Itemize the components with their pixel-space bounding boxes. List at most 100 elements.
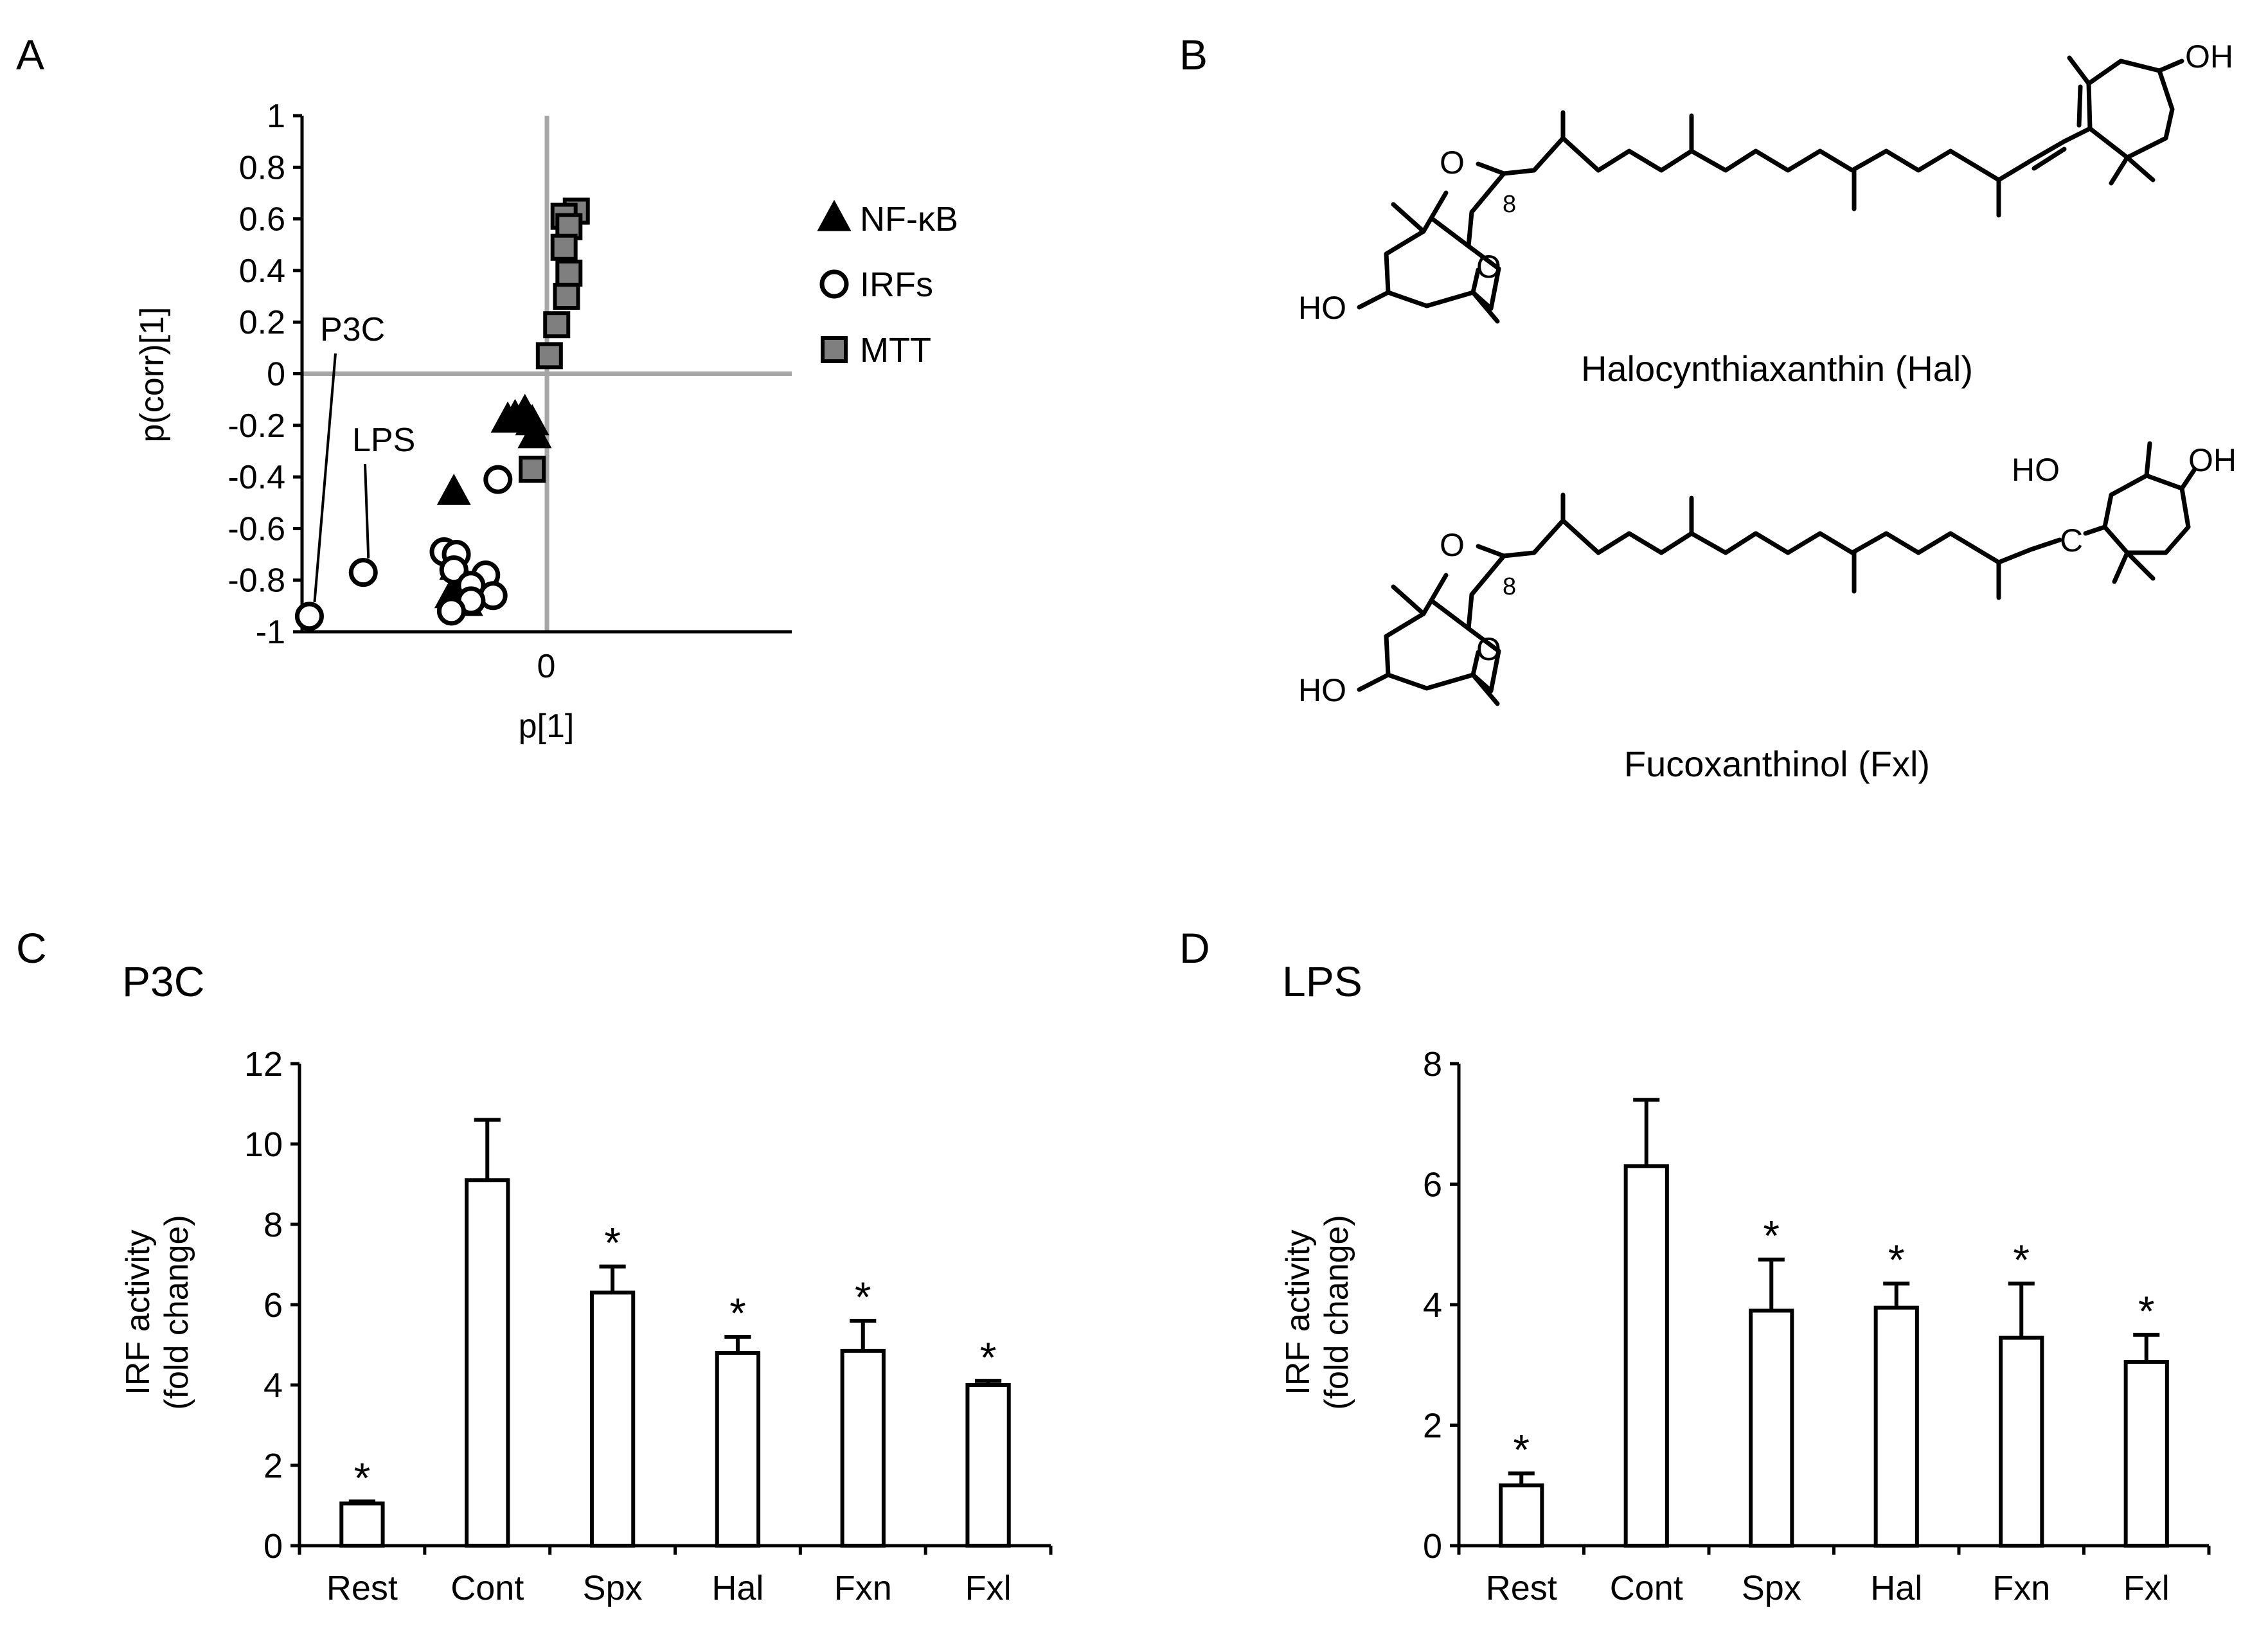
bar-group-spx: * <box>1749 1212 1794 1548</box>
legend-item-3: MTT <box>821 331 931 370</box>
bar-group-fxl: * <box>2123 1287 2169 1548</box>
bar <box>2123 1360 2169 1548</box>
x-tick-label: Cont <box>451 1569 524 1607</box>
fxl-epoxide-o: O <box>1476 631 1501 667</box>
irf-point <box>439 555 469 585</box>
scatter-points <box>294 197 590 631</box>
hal-gem-methyl-1 <box>1391 202 1426 234</box>
hal-left-oh: HO <box>1298 290 1346 326</box>
significance-marker: * <box>604 1219 621 1267</box>
y-tick-label: 4 <box>263 1366 283 1405</box>
y-tick-label: 0 <box>263 1527 283 1566</box>
nfkb-point <box>436 474 471 505</box>
bar-group-fxn: * <box>840 1273 886 1548</box>
x-tick-label: Spx <box>1742 1569 1801 1607</box>
significance-marker: * <box>354 1454 371 1501</box>
series-mtt <box>519 197 590 483</box>
bar <box>715 1351 761 1548</box>
hal-right-methyl <box>2067 55 2091 86</box>
axes <box>1450 1062 2211 1555</box>
irf-point <box>819 269 849 299</box>
panel-b-structures: B O 8 O HO <box>1179 31 2237 784</box>
bar-group-hal: * <box>715 1289 761 1548</box>
irf-point <box>294 602 324 631</box>
x-tick-label: Fxn <box>1992 1569 2050 1607</box>
significance-marker: * <box>1888 1236 1905 1283</box>
x-tick-label: Fxl <box>965 1569 1012 1607</box>
y-axis-title-line1: IRF activity <box>1280 1229 1317 1395</box>
y-tick-label: -0.4 <box>228 459 285 496</box>
significance-marker: * <box>1513 1426 1530 1474</box>
panel-d-letter: D <box>1179 924 1210 972</box>
y-tick-label: -0.8 <box>228 562 285 600</box>
hal-right-oh-bond <box>2157 58 2184 73</box>
y-axis-title-line2: (fold change) <box>1318 1215 1355 1410</box>
x-tick-label: Fxl <box>2123 1569 2170 1607</box>
panel-c-letter: C <box>16 924 47 972</box>
x-tick-label: Spx <box>583 1569 643 1607</box>
legend-label: IRFs <box>860 265 933 304</box>
hal-name: Halocynthiaxanthin (Hal) <box>1581 348 1973 389</box>
fxl-c8-label: 8 <box>1503 573 1516 600</box>
annotation-lps: LPS <box>352 422 415 459</box>
hal-side-chain <box>1466 136 2067 249</box>
significance-marker: * <box>2013 1236 2030 1283</box>
fxl-ketone-double <box>1476 544 1506 558</box>
x-tick-label: Fxn <box>834 1569 892 1607</box>
significance-marker: * <box>980 1334 997 1381</box>
x-tick-label: Hal <box>1870 1569 1922 1607</box>
reference-lines <box>302 116 792 632</box>
y-tick-label: 0.4 <box>239 253 285 290</box>
panel-a-scatter: A p(corr)[1] p[1] 10.80.60.40.20-0.2-0.4… <box>16 31 958 745</box>
irf-point <box>436 596 466 626</box>
mtt-point <box>553 283 580 310</box>
fxl-right-methyl-top <box>2144 441 2152 478</box>
fxl-allene-c: C <box>2060 523 2083 558</box>
y-tick-label: 2 <box>1423 1407 1442 1445</box>
nfkb-point <box>817 199 852 231</box>
legend-item-2: IRFs <box>819 265 933 304</box>
chart-title: P3C <box>122 958 204 1005</box>
annotation-leader <box>364 463 370 558</box>
bar <box>1499 1483 1544 1548</box>
bar <box>1873 1305 1919 1548</box>
bar <box>840 1348 886 1548</box>
y-axis-title-line2: (fold change) <box>158 1215 195 1410</box>
chart-title: LPS <box>1282 958 1362 1005</box>
fxl-gem-methyl-2 <box>1421 573 1449 616</box>
fxl-ring-methyl <box>1470 672 1500 706</box>
fxl-epoxide-bond <box>1470 650 1481 677</box>
mtt-point <box>519 456 546 483</box>
bar-group-hal: * <box>1873 1236 1919 1548</box>
fxl-ketone-o: O <box>1440 527 1465 563</box>
annotation-leader <box>313 353 337 603</box>
bar-group-rest: * <box>339 1454 385 1548</box>
hal-right-gem-2 <box>2125 155 2156 183</box>
bar-group-spx: * <box>589 1219 636 1548</box>
mtt-point <box>535 342 563 370</box>
legend-item-1: NF-κB <box>817 199 958 238</box>
hal-c8-label: 8 <box>1503 191 1516 218</box>
hal-right-gem-1 <box>2109 155 2130 186</box>
bar <box>589 1291 636 1548</box>
legend-label: MTT <box>860 331 931 370</box>
bar-group-cont <box>1623 1098 1669 1548</box>
panel-c-bar-chart: C P3C IRF activity (fold change) 0246810… <box>16 924 1053 1607</box>
fxl-allene-bond <box>2083 524 2107 536</box>
y-tick-label: 1 <box>267 98 285 135</box>
y-tick-label: 6 <box>1423 1166 1442 1204</box>
y-tick-labels: 10.80.60.40.20-0.2-0.4-0.6-0.8-1 <box>228 98 285 651</box>
series-irfs <box>294 465 513 631</box>
x-tick-label: Cont <box>1610 1569 1683 1607</box>
legend-label: NF-κB <box>860 200 958 238</box>
y-tick-label: 0 <box>1423 1527 1442 1566</box>
bar <box>1623 1164 1669 1548</box>
axes <box>290 1062 1053 1555</box>
halocynthiaxanthin-structure <box>1357 55 2184 324</box>
